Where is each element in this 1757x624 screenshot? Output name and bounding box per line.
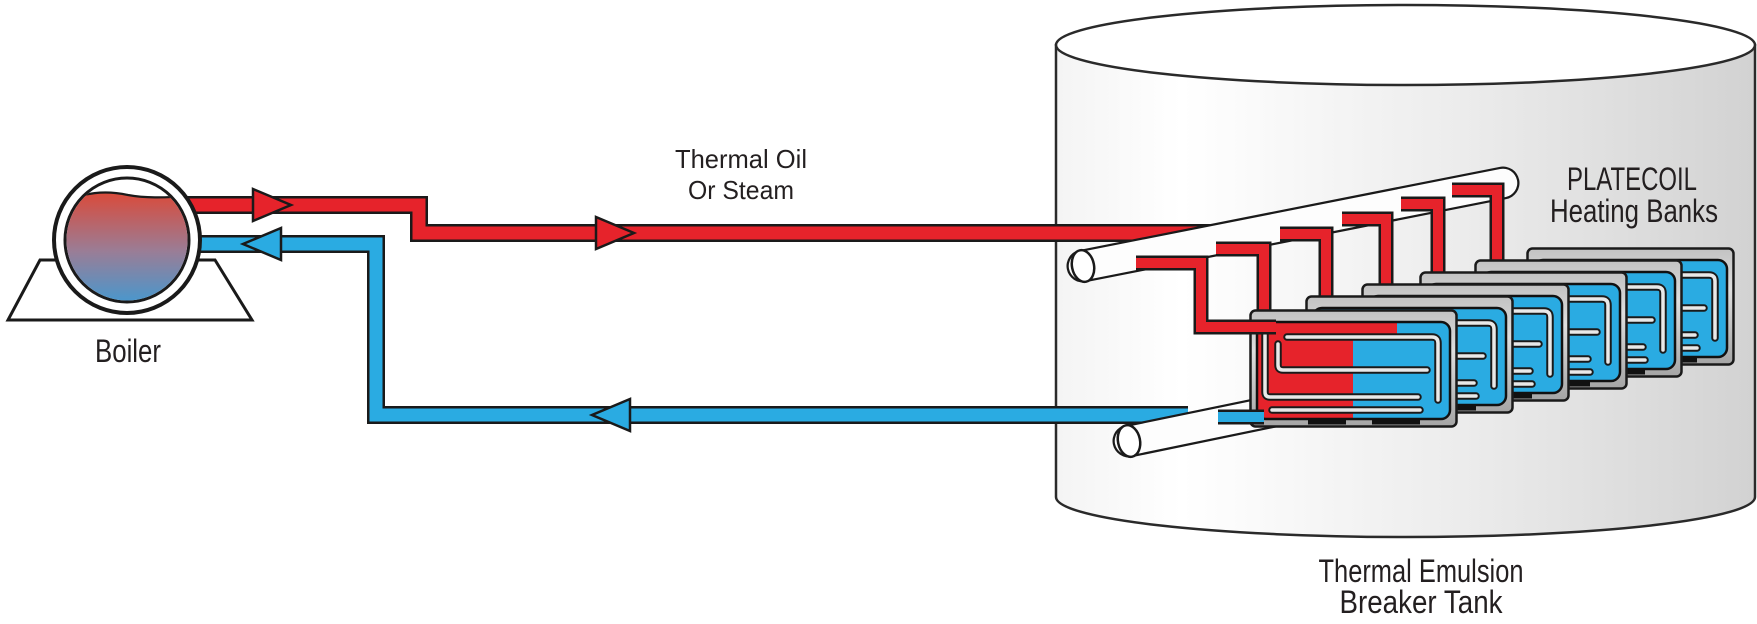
- boiler-label: Boiler: [95, 333, 161, 369]
- tank-label-line1: Thermal Emulsion: [1319, 553, 1524, 589]
- boiler: [5, 165, 255, 322]
- return-pipe-cold: [186, 226, 1188, 433]
- flow-arrow-left-icon: [588, 397, 632, 433]
- branch-pipe: [1401, 196, 1446, 280]
- tank-top-ellipse: [1054, 3, 1757, 87]
- platecoil-label-line2: Heating Banks: [1550, 193, 1718, 229]
- branch-pipe: [1452, 182, 1505, 268]
- supply-label-line2: Or Steam: [688, 175, 794, 205]
- labels: Boiler Thermal Oil Or Steam PLATECOIL He…: [95, 144, 1718, 620]
- flow-arrow-right-icon: [251, 187, 295, 223]
- supply-header-end-cap: [1070, 248, 1096, 284]
- supply-label-line1: Thermal Oil: [675, 144, 807, 174]
- branch-pipe: [1280, 226, 1334, 304]
- hot-branch-pipes: [1216, 182, 1505, 318]
- platecoil-heating-banks: [1136, 249, 1734, 428]
- branch-pipe: [1216, 241, 1272, 318]
- tank-label-line2: Breaker Tank: [1340, 584, 1504, 620]
- return-header-end-cap: [1116, 423, 1142, 459]
- flow-arrow-left-icon: [239, 226, 283, 262]
- branch-pipe: [1342, 211, 1394, 292]
- flow-arrow-right-icon: [594, 215, 638, 251]
- supply-pipe-hot: [168, 187, 1262, 251]
- platecoil-bank-front: [1249, 309, 1458, 428]
- boiler-liquid: [66, 192, 188, 301]
- branch-pipe-front: [1136, 255, 1276, 335]
- platecoil-label-line1: PLATECOIL: [1567, 161, 1697, 197]
